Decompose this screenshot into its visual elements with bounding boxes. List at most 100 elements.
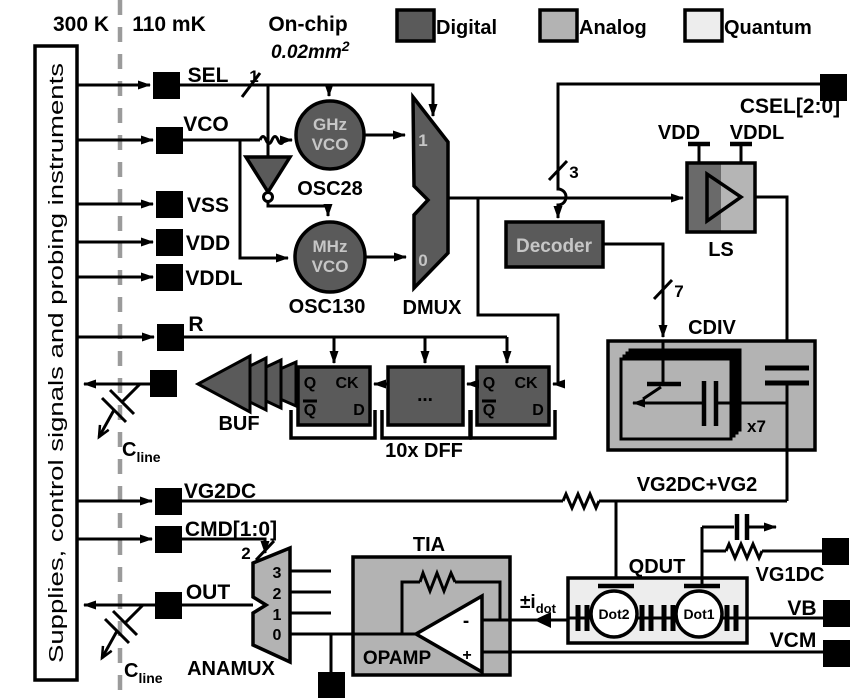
osc28-label: OSC28: [297, 178, 363, 200]
ls-vddl-label: VDDL: [730, 122, 784, 144]
cmd-pad: [155, 526, 182, 553]
cline-label: Cline: [124, 660, 163, 686]
dmux-label: DMUX: [403, 297, 463, 319]
sel-bus-slash: [240, 72, 262, 98]
cmd-network: [182, 537, 276, 562]
dot1-label: Dot1: [683, 606, 714, 622]
qdut-block: Dot2 Dot1 QDUT: [566, 527, 823, 645]
decoder-label: Decoder: [516, 236, 593, 257]
cmd-bus-slash: [254, 539, 276, 562]
dff-q-label: Q: [304, 375, 316, 392]
dff-ck-label: CK: [335, 375, 359, 392]
anamux-label: ANAMUX: [187, 658, 275, 680]
legend: Digital Analog Quantum: [395, 8, 812, 43]
temp-left-label: 300 K: [53, 13, 109, 36]
csel-bus-slash: [547, 159, 569, 182]
cmd-pad-label: CMD[1:0]: [185, 518, 277, 541]
cmd-bus-width: 2: [241, 544, 250, 563]
vg2dc-network: VG2DC+VG2: [182, 474, 787, 586]
cdiv-label: CDIV: [688, 317, 736, 339]
instruments-label: Supplies, control signals and probing in…: [46, 63, 68, 663]
inverter-bubble: [262, 191, 274, 203]
instruments-box-frame: [33, 44, 79, 682]
cdiv-mult-label: x7: [747, 417, 766, 436]
vss-pad: [156, 191, 183, 218]
dot2-label: Dot2: [598, 606, 629, 622]
vdd-pad-label: VDD: [186, 232, 230, 255]
dff-qbar-label: Q: [483, 402, 495, 419]
vcm-pad-label: VCM: [770, 629, 817, 652]
out-pad: [155, 592, 182, 619]
decoder-bus-slash: [652, 278, 674, 301]
cline-symbol-buf: Cline: [99, 382, 161, 465]
opamp-minus-label: -: [463, 611, 469, 632]
dff-q-label: Q: [483, 375, 495, 392]
vg1dc-resistor: [724, 540, 764, 562]
ls-vdd-label: VDD: [658, 122, 700, 144]
vco-pad: [156, 127, 183, 154]
inverter-triangle: [242, 155, 294, 196]
anamux-input2-label: 2: [273, 586, 282, 603]
legend-digital-label: Digital: [436, 17, 497, 39]
reset-network: [184, 335, 512, 364]
dot2-circle: [589, 589, 639, 639]
cdiv-block: x7 CDIV: [606, 317, 817, 501]
vcm-pad: [823, 640, 850, 667]
buf-label: BUF: [218, 413, 259, 435]
dot1-circle: [674, 589, 724, 639]
sel-bus-width: 1: [249, 67, 258, 86]
opamp-triangle: [412, 592, 484, 676]
anamux-input0-label: 0: [273, 627, 282, 644]
r-pad: [157, 324, 184, 351]
sel-inverter: [242, 155, 333, 217]
r-pad-label: R: [188, 313, 203, 336]
temp-right-label: 110 mK: [132, 13, 206, 36]
buf-block: BUF: [194, 353, 298, 435]
osc130-label: OSC130: [289, 296, 366, 318]
vg2-sum-label: VG2DC+VG2: [637, 474, 758, 496]
vddl-pad-label: VDDL: [185, 267, 242, 290]
csel-bus-width: 3: [569, 163, 578, 182]
vb-pad: [823, 600, 850, 627]
tia-block: TIA OPAMP - + ±idot: [290, 534, 823, 677]
vco-network: [183, 135, 293, 263]
tia-label: TIA: [413, 534, 445, 556]
onchip-area: 0.02mm2: [271, 38, 350, 63]
ls-label: LS: [708, 239, 734, 261]
onchip-title: On-chip: [268, 13, 347, 36]
vco-pad-label: VCO: [183, 113, 229, 136]
sel-pad: [153, 72, 180, 99]
anamux-input1-label: 1: [273, 607, 282, 624]
idot-arrowhead: [534, 612, 551, 628]
buf-out-pad: [150, 370, 177, 397]
dff-d-label: D: [532, 402, 544, 419]
legend-analog-swatch: [538, 8, 579, 43]
dff-qbar-label: Q: [304, 402, 316, 419]
vg1dc-pad: [822, 538, 849, 565]
ls-block: VDD VDDL LS: [658, 122, 789, 366]
bond-pads: [150, 72, 850, 698]
dff-caption: 10x DFF: [385, 440, 463, 462]
csel-pad: [820, 74, 847, 101]
dmux-input0-label: 0: [418, 251, 427, 270]
vg2dc-pad: [155, 488, 182, 515]
pad-feed-wires: [77, 80, 155, 610]
legend-digital-swatch: [395, 8, 436, 43]
opamp-plus-label: +: [462, 647, 471, 664]
vg2dc-resistor: [561, 490, 601, 512]
dff-d-label: D: [353, 402, 365, 419]
instruments-box: Supplies, control signals and probing in…: [33, 44, 79, 682]
cline-symbol-out: Cline: [102, 603, 163, 686]
vg2dc-pad-label: VG2DC: [184, 480, 256, 503]
tia-feedback-resistor: [418, 568, 457, 596]
cline-label: Cline: [122, 439, 161, 465]
dff-middle: [386, 365, 465, 427]
csel-network: [547, 82, 822, 219]
legend-quantum-label: Quantum: [724, 17, 812, 39]
sel-pad-label: SEL: [188, 64, 229, 87]
anamux-block: 3 2 1 0 ANAMUX: [187, 545, 331, 680]
vdd-pad: [156, 229, 183, 256]
mhz-vco-block: MHz VCO OSC130: [289, 220, 407, 318]
